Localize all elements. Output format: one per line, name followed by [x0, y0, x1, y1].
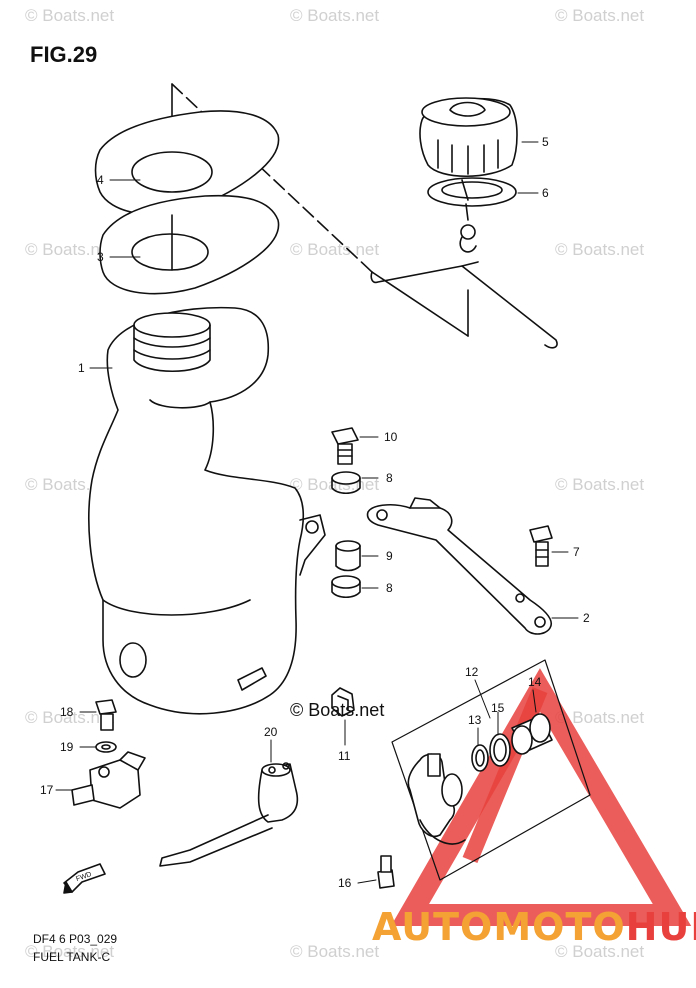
- callout-7: 7: [573, 545, 580, 559]
- brand-part2: HUB: [625, 905, 696, 949]
- callout-17: 17: [40, 783, 54, 797]
- part-9-collar: [335, 540, 361, 572]
- watermark: © Boats.net: [555, 708, 645, 727]
- part-20-lever-rod: [159, 762, 299, 867]
- guide-line: [371, 271, 469, 337]
- part-16-bolt: [377, 855, 395, 889]
- part-11-clip: [331, 687, 355, 717]
- callout-4: 4: [97, 173, 104, 187]
- callout-18: 18: [60, 705, 74, 719]
- watermark: © Boats.net: [25, 942, 115, 961]
- watermark: © Boats.net: [555, 240, 645, 259]
- part-2-bracket: [366, 497, 552, 635]
- callout-8-lower: 8: [386, 581, 393, 595]
- callout-9: 9: [386, 549, 393, 563]
- callout-11: 11: [338, 749, 351, 763]
- callout-13: 13: [468, 713, 482, 727]
- callout-19: 19: [60, 740, 74, 754]
- part-18-screw: [95, 699, 117, 731]
- cap-tether-wire: [370, 261, 558, 349]
- watermark: © Boats.net: [25, 6, 115, 25]
- watermark: © Boats.net: [290, 6, 380, 25]
- callout-6: 6: [542, 186, 549, 200]
- callout-3: 3: [97, 250, 104, 264]
- watermark: © Boats.net: [25, 708, 115, 727]
- footer-name: FUEL TANK-C: [33, 950, 111, 964]
- part-3-gasket: [99, 194, 280, 295]
- callout-12: 12: [465, 665, 479, 679]
- callout-20: 20: [264, 725, 278, 739]
- fwd-arrow-icon: [63, 863, 106, 894]
- callout-15: 15: [491, 701, 505, 715]
- part-6-gasket: [427, 177, 517, 253]
- part-8-grommet: [331, 575, 361, 599]
- watermark: © Boats.net: [25, 240, 115, 259]
- part-14-filter-cup: [511, 713, 553, 755]
- watermark: © Boats.net: [290, 240, 380, 259]
- part-15-gasket: [489, 733, 511, 767]
- brand-logo: AUTOMOTOHUB: [372, 905, 696, 949]
- figure-title: FIG.29: [30, 42, 98, 67]
- part-13-o-ring: [471, 744, 489, 772]
- part-17-fuel-cock: [71, 751, 146, 809]
- watermark: © Boats.net: [555, 475, 645, 494]
- watermark: © Boats.net: [290, 942, 380, 961]
- center-watermark: © Boats.net: [290, 700, 385, 720]
- part-4-gasket: [94, 110, 280, 216]
- part-8-grommet: [331, 471, 361, 495]
- part-5-fuel-cap: [419, 97, 518, 178]
- callout-10: 10: [384, 430, 398, 444]
- part-1-fuel-tank: [88, 306, 326, 715]
- callout-14: 14: [528, 675, 542, 689]
- watermark: © Boats.net: [555, 942, 645, 961]
- fwd-label: FWD: [75, 871, 92, 883]
- part-10-bolt: [331, 427, 359, 465]
- brand-part1: AUTOMOTO: [372, 905, 626, 949]
- callout-5: 5: [542, 135, 549, 149]
- footer-code: DF4 6 P03_029: [33, 932, 118, 946]
- callout-leaders: [55, 141, 579, 884]
- watermark: © Boats.net: [555, 6, 645, 25]
- callout-1: 1: [78, 361, 85, 375]
- callout-16: 16: [338, 876, 352, 890]
- part-12-fuel-cock-assembly: [391, 659, 591, 881]
- callout-2: 2: [583, 611, 590, 625]
- brand-triangle-icon: [390, 668, 692, 926]
- part-7-bolt: [529, 525, 553, 567]
- callout-8-upper: 8: [386, 471, 393, 485]
